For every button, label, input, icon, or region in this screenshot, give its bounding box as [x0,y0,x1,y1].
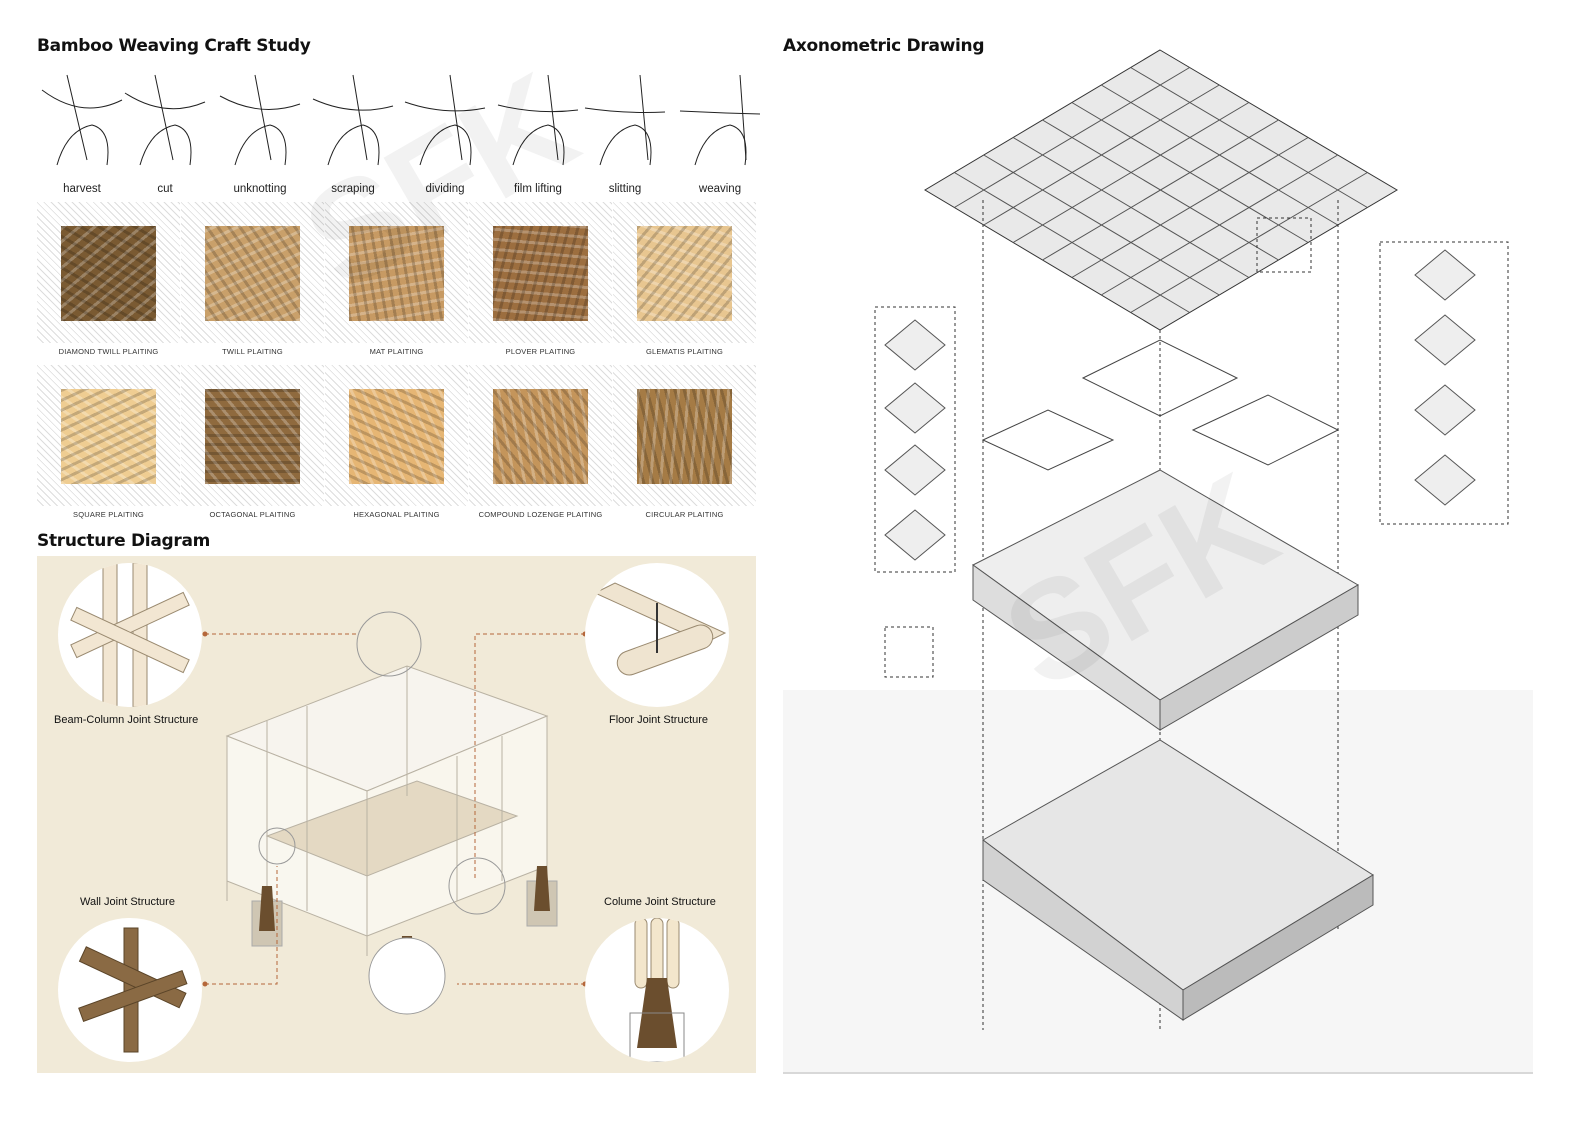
hand-sketch-icon [41,74,123,166]
weave-swatch [493,226,588,321]
component-swatch [1414,384,1476,436]
plaiting-label: CIRCULAR PLAITING [645,510,724,519]
axonometric-drawing [783,49,1533,1074]
ground-floor [982,739,1374,1021]
weave-swatch [637,226,732,321]
component-swatch [884,444,946,496]
plaiting-label: DIAMOND TWILL PLAITING [58,347,159,356]
bamboo-frame-drawing [202,611,588,1015]
roof-grid [924,49,1398,331]
beam-column-joint-detail [58,563,202,707]
plaiting-label: COMPOUND LOZENGE PLAITING [478,510,603,519]
component-swatch [1414,314,1476,366]
plaiting-label: GLEMATIS PLAITING [645,347,724,356]
plaiting-tile [469,202,612,343]
component-swatch [1414,249,1476,301]
hand-sketch-icon [497,74,579,166]
beam-column-joint-label: Beam-Column Joint Structure [54,714,199,726]
weave-swatch [61,389,156,484]
roof-grid-line [1130,67,1368,208]
plaiting-label: PLOVER PLAITING [505,347,576,356]
column-joint-label: Colume Joint Structure [604,896,716,908]
plaiting-tile [613,365,756,506]
frame-layer [981,339,1340,471]
column-joint-detail [585,918,729,1062]
plaiting-tile [181,365,324,506]
structure-diagram-panel: Beam-Column Joint Structure Floor Joint … [37,556,756,1073]
component-swatch [1414,454,1476,506]
craft-step: slitting [580,70,670,195]
plaiting-tile [37,202,180,343]
plaiting-tile [325,365,468,506]
craft-step: unknotting [215,70,305,195]
craft-study-title: Bamboo Weaving Craft Study [37,36,311,56]
craft-step: cut [120,70,210,195]
weave-swatch [205,389,300,484]
wall-joint-label: Wall Joint Structure [80,896,175,908]
plaiting-label: SQUARE PLAITING [73,510,144,519]
roof-grid-line [1100,84,1339,226]
component-swatch [884,382,946,434]
weave-swatch [637,389,732,484]
hand-sketch-icon [584,74,666,166]
roof-grid-line [1100,154,1339,296]
component-swatch [884,509,946,561]
hand-sketch-icon [404,74,486,166]
roof-grid-line [1071,137,1309,278]
craft-step: dividing [400,70,490,195]
craft-step: film lifting [493,70,583,195]
wall-joint-detail [58,918,202,1062]
plaiting-tile [613,202,756,343]
craft-step: scraping [308,70,398,195]
plaiting-tile [37,365,180,506]
component-swatches [884,249,1476,561]
craft-step: harvest [37,70,127,195]
plaiting-label: HEXAGONAL PLAITING [353,510,440,519]
weave-swatch [61,226,156,321]
hand-sketch-icon [679,74,761,166]
plaiting-tile [181,202,324,343]
plaiting-tile [325,202,468,343]
plaiting-label: MAT PLAITING [369,347,424,356]
structure-diagram-title: Structure Diagram [37,531,211,551]
hand-sketch-icon [312,74,394,166]
upper-floor [972,469,1359,731]
roof-grid-line [1042,119,1279,261]
floor-joint-label: Floor Joint Structure [609,714,709,726]
roof-grid-line [1130,172,1368,313]
weave-swatch [349,389,444,484]
hand-sketch-icon [219,74,301,166]
component-swatch [884,319,946,371]
plaiting-tile [469,365,612,506]
roof-grid-line [1071,102,1309,243]
craft-step: weaving [675,70,765,195]
weave-swatch [349,226,444,321]
weave-swatch [493,389,588,484]
plaiting-label: OCTAGONAL PLAITING [209,510,296,519]
plaiting-label: TWILL PLAITING [222,347,283,356]
hand-sketch-icon [124,74,206,166]
weave-swatch [205,226,300,321]
floor-joint-detail [585,563,729,707]
axonometric-title: Axonometric Drawing [783,36,985,56]
